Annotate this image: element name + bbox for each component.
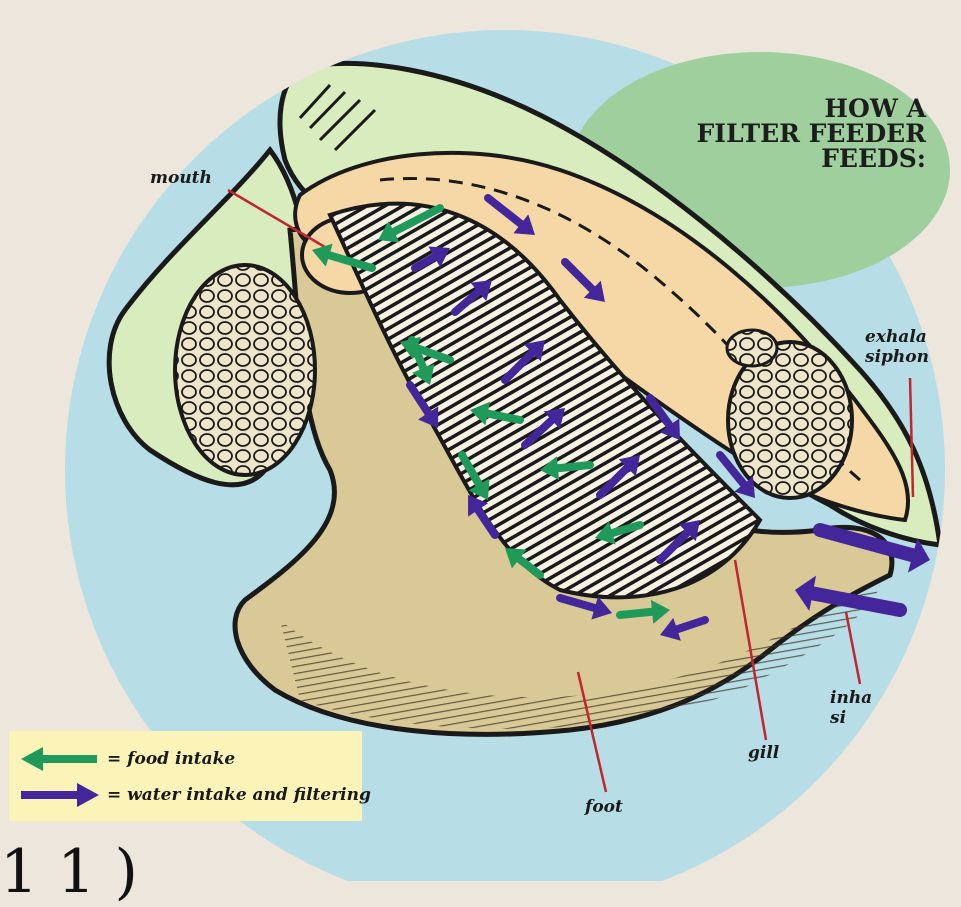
digestive-gland-left: [175, 265, 315, 475]
label-inhalant-siphon: inha si: [830, 688, 872, 728]
label-inhalant-line1: inha: [830, 688, 872, 708]
label-foot: foot: [585, 797, 623, 817]
label-exhalant-line1: exhala: [865, 327, 929, 347]
legend: = food intake = water intake and filteri…: [9, 731, 362, 821]
label-gill: gill: [748, 743, 779, 763]
label-exhalant-line2: siphon: [865, 347, 929, 367]
cropped-caption-text: 1 1 ): [0, 842, 138, 902]
label-inhalant-line2: si: [830, 708, 872, 728]
label-mouth: mouth: [150, 168, 212, 188]
legend-water-text: = water intake and filtering: [107, 785, 371, 805]
title-line-1: HOW A: [697, 96, 927, 121]
legend-food-text: = food intake: [107, 749, 235, 769]
diagram-title: HOW A FILTER FEEDER FEEDS:: [697, 96, 927, 171]
gland-top: [727, 330, 777, 366]
food-arrow-icon: [17, 745, 103, 773]
title-line-2: FILTER FEEDER: [697, 121, 927, 146]
title-line-3: FEEDS:: [697, 146, 927, 171]
water-arrow-icon: [17, 781, 103, 809]
label-exhalant-siphon: exhala siphon: [865, 327, 929, 367]
